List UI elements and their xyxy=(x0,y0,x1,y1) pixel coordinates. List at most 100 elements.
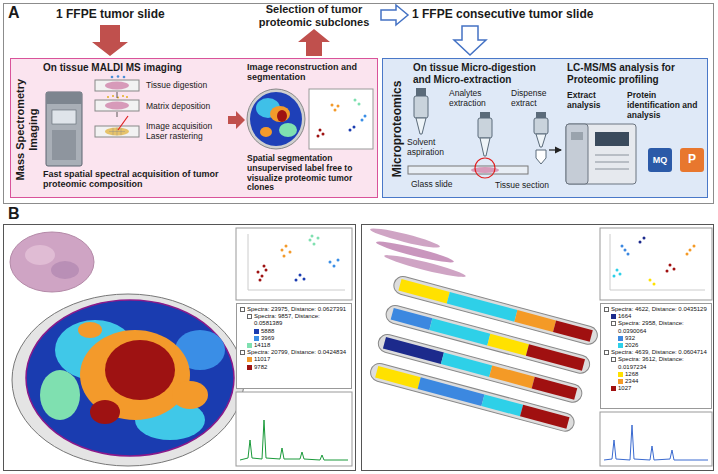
block-arrow xyxy=(228,111,245,129)
legend-swatch xyxy=(618,336,623,341)
legend-label: 11017 xyxy=(254,356,270,363)
msi-panel: Mass Spectrometry Imaging On tissue MALDI… xyxy=(10,58,378,198)
segmented-strips xyxy=(369,275,600,434)
tree-row: 14118 xyxy=(240,342,348,349)
panel-fill xyxy=(10,58,378,198)
he-strips xyxy=(369,225,467,280)
cluster-label: Spectra: 2958, Distance: 0.0390064 xyxy=(618,320,708,334)
step-label: Extract analysis xyxy=(567,91,619,111)
block-arrow xyxy=(298,29,330,56)
cluster-label: Spectra: 4639, Distance: 0.0604714 xyxy=(611,349,707,356)
step-label: Tissue digestion xyxy=(146,81,226,91)
tree-row: 2344 xyxy=(604,378,708,385)
part-label: Glass slide xyxy=(411,180,471,190)
legend-label: 1268 xyxy=(625,371,638,378)
mass-spectrum xyxy=(236,392,352,466)
panel-title: Microproteomics xyxy=(390,61,404,196)
software-logo xyxy=(680,148,704,172)
tree-row: 11017 xyxy=(240,356,348,363)
legend-label: 9782 xyxy=(254,364,267,371)
checkbox-icon xyxy=(240,307,245,312)
maldi-instrument xyxy=(46,92,82,166)
step-title: 1 FFPE tumor slide xyxy=(56,8,186,22)
tree-row: 2026 xyxy=(604,342,708,349)
tree-row: 3969 xyxy=(240,335,348,342)
block-arrow xyxy=(92,25,128,56)
legend-label: 1027 xyxy=(618,385,631,392)
tree-row: 1268 xyxy=(604,371,708,378)
step-label: Solvent aspiration xyxy=(407,138,465,158)
legend-swatch xyxy=(618,372,623,377)
cluster-label: Spectra: 20799, Distance: 0.0424834 xyxy=(247,349,346,356)
legend-swatch xyxy=(247,365,252,370)
open-arrow xyxy=(454,26,486,55)
step-label: Analytes extraction xyxy=(449,89,507,109)
mass-spectrum xyxy=(600,412,712,466)
segmentation-image xyxy=(247,89,305,149)
open-arrow xyxy=(381,5,408,25)
step-title: 1 FFPE consecutive tumor slide xyxy=(412,8,612,22)
legend-label: 3969 xyxy=(261,335,274,342)
cluster-label: Spectra: 3612, Distance: 0.0197234 xyxy=(618,356,708,370)
tree-row: Spectra: 9857, Distance: 0.0581389 xyxy=(240,313,348,327)
step-label: Dispense extract xyxy=(511,89,559,109)
tree-row: 5888 xyxy=(240,328,348,335)
panel-title: Mass Spectrometry Imaging xyxy=(13,62,38,197)
legend-swatch xyxy=(254,329,259,334)
tree-row: Spectra: 20799, Distance: 0.0424834 xyxy=(240,349,348,356)
panel-letter: B xyxy=(8,205,20,223)
section-heading: On tissue Micro-digestion and Micro-extr… xyxy=(413,62,556,85)
checkbox-icon xyxy=(604,307,609,312)
tree-row: Spectra: 2958, Distance: 0.0390064 xyxy=(604,320,708,334)
segmentation-map xyxy=(12,294,244,466)
tree-row: 1664 xyxy=(604,313,708,320)
legend-swatch xyxy=(618,343,623,348)
logo-text: P xyxy=(680,148,704,172)
step-title: Selection of tumor proteomic subclones xyxy=(250,3,378,28)
section-heading: On tissue MALDI MS imaging xyxy=(43,62,233,74)
scatter-plot xyxy=(236,228,352,300)
checkbox-icon xyxy=(240,350,245,355)
legend-label: 2026 xyxy=(625,342,638,349)
section-heading: Image reconstruction and segmentation xyxy=(247,62,377,83)
dendrogram-legend: Spectra: 23975, Distance: 0.0627391Spect… xyxy=(236,303,352,389)
he-tissue xyxy=(10,232,94,292)
description: Fast spatial spectral acquisition of tum… xyxy=(43,169,229,190)
checkbox-icon xyxy=(604,350,609,355)
legend-label: 5888 xyxy=(261,328,274,335)
tree-row: 9782 xyxy=(240,364,348,371)
software-logo xyxy=(648,148,672,172)
step-label: Image acquisition Laser rastering xyxy=(146,122,226,142)
tree-row: Spectra: 3612, Distance: 0.0197234 xyxy=(604,356,708,370)
cluster-label: Spectra: 4622, Distance: 0.0435129 xyxy=(611,306,707,313)
step-label: Protein identification and analysis xyxy=(627,91,705,120)
legend-swatch xyxy=(611,386,616,391)
panel-letter: A xyxy=(8,4,20,22)
legend-label: 2344 xyxy=(625,378,638,385)
section-heading: LC-MS/MS analysis for Proteomic profilin… xyxy=(567,62,705,85)
checkbox-icon xyxy=(247,314,252,319)
panel-frame xyxy=(4,225,356,471)
cluster-label: Spectra: 9857, Distance: 0.0581389 xyxy=(254,313,348,327)
cluster-label: Spectra: 23975, Distance: 0.0627391 xyxy=(247,306,346,313)
dendrogram-legend: Spectra: 4622, Distance: 0.04351291664Sp… xyxy=(600,303,712,409)
lc-ms-instrument xyxy=(566,124,636,184)
logo-text: MQ xyxy=(648,148,672,172)
legend-swatch xyxy=(254,336,259,341)
tree-row: 1027 xyxy=(604,385,708,392)
legend-swatch xyxy=(247,343,252,348)
part-label: Tissue section xyxy=(495,181,555,191)
legend-swatch xyxy=(618,379,623,384)
panel-frame xyxy=(362,225,714,471)
microproteomics-panel: Microproteomics On tissue Micro-digestion… xyxy=(382,58,708,198)
step-label: Matrix deposition xyxy=(146,102,226,112)
scatter-plot xyxy=(600,228,712,300)
checkbox-icon xyxy=(611,357,616,362)
tree-row: Spectra: 23975, Distance: 0.0627391 xyxy=(240,306,348,313)
legend-label: 932 xyxy=(625,335,635,342)
legend-label: 1664 xyxy=(618,313,631,320)
tree-row: Spectra: 4622, Distance: 0.0435129 xyxy=(604,306,708,313)
tree-row: Spectra: 4639, Distance: 0.0604714 xyxy=(604,349,708,356)
tree-row: 932 xyxy=(604,335,708,342)
